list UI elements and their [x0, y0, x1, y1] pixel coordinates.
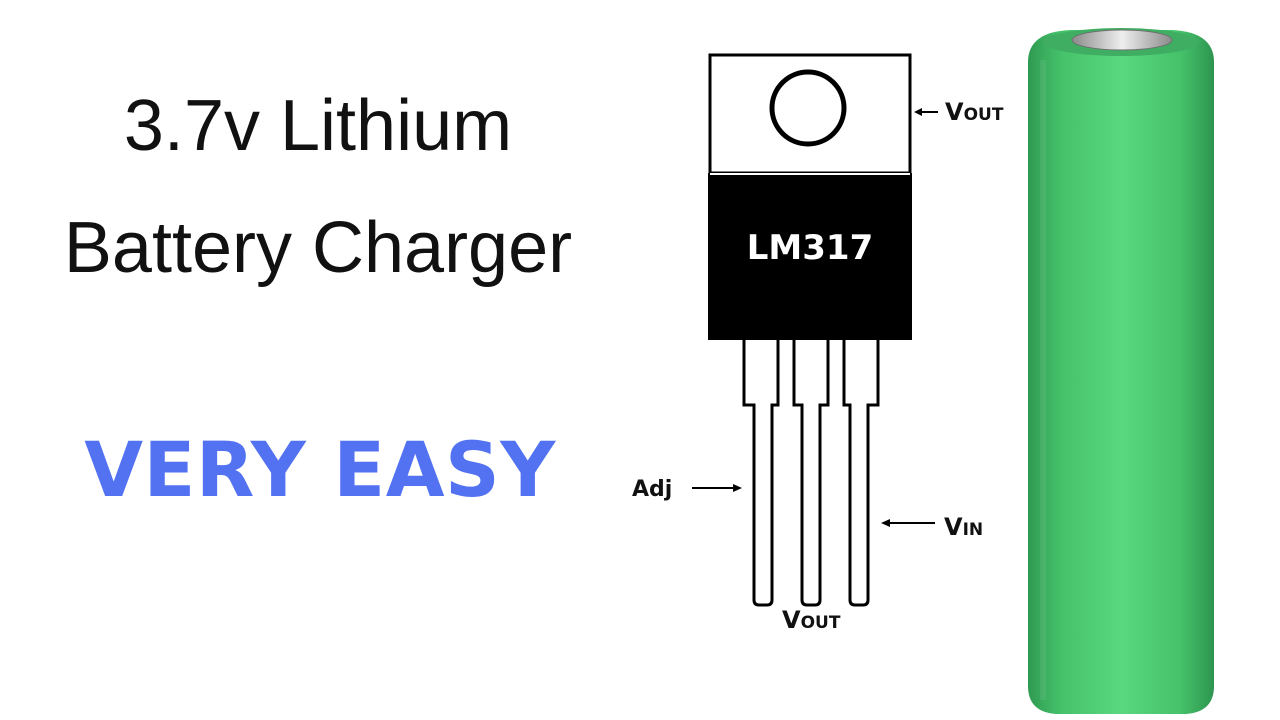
battery-body	[1028, 30, 1214, 714]
vin-label: VIN	[944, 513, 983, 541]
pin-vin	[842, 340, 880, 607]
regulator-body	[708, 173, 912, 340]
adj-label: Adj	[632, 477, 672, 502]
battery-cap-icon	[1071, 29, 1173, 51]
arrow-right-icon	[692, 484, 742, 492]
pin-vout	[792, 340, 830, 607]
regulator-tab	[708, 53, 912, 175]
mounting-hole-icon	[769, 69, 847, 147]
arrow-left-icon	[881, 519, 935, 527]
bottom-vout-label: VOUT	[782, 606, 841, 634]
pin-adj	[742, 340, 780, 607]
tab-vout-label: VOUT	[945, 98, 1004, 126]
title-line-1: 3.7v Lithium	[123, 86, 513, 166]
arrow-left-icon	[914, 108, 938, 116]
tagline: VERY EASY	[84, 425, 556, 514]
part-label: LM317	[747, 228, 873, 268]
title-line-2: Battery Charger	[63, 208, 573, 288]
lm317-pinout-diagram: LM317 VOUT Adj VIN VOUT	[632, 53, 1004, 634]
lithium-battery-18650	[1028, 28, 1214, 714]
